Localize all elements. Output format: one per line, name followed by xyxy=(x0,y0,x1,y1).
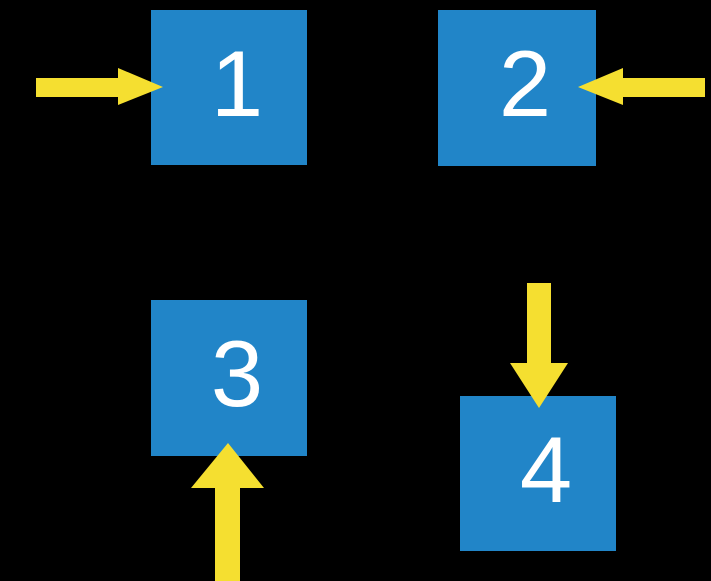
node-label-3: 3 xyxy=(210,321,264,426)
arrow-left-icon xyxy=(578,68,705,105)
arrow-down-icon xyxy=(510,283,568,408)
node-box-4[interactable]: 4 xyxy=(460,396,616,551)
arrow-right-icon xyxy=(36,68,163,105)
node-box-2[interactable]: 2 xyxy=(438,10,596,166)
node-label-4: 4 xyxy=(519,416,573,522)
node-box-1[interactable]: 1 xyxy=(151,10,307,165)
node-box-3[interactable]: 3 xyxy=(151,300,307,456)
node-label-2: 2 xyxy=(498,31,552,136)
arrow-up-icon xyxy=(191,443,264,581)
node-label-1: 1 xyxy=(210,30,264,136)
